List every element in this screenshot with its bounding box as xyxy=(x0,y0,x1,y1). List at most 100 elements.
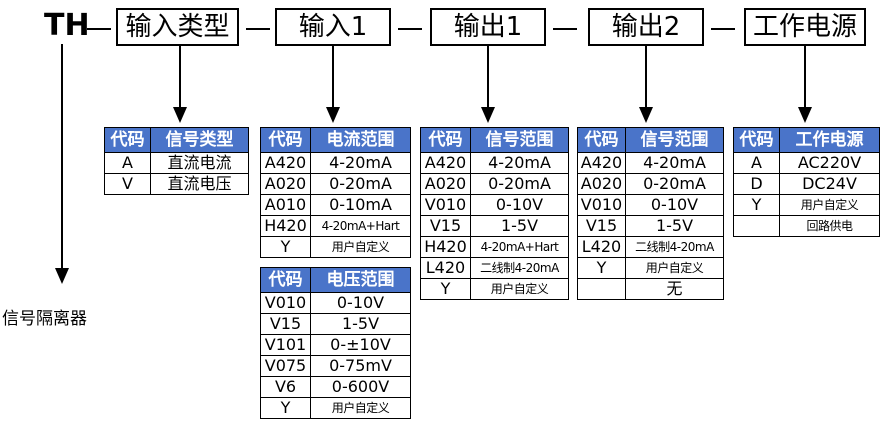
arrow-head xyxy=(55,268,69,284)
arrow-line xyxy=(487,46,489,108)
code-cell: H420 xyxy=(420,236,471,258)
value-cell: 4-20mA+Hart xyxy=(310,215,411,237)
code-cell: A020 xyxy=(420,173,471,195)
input-type-table: 代码 信号类型 A 直流电流 V 直流电压 xyxy=(104,127,249,195)
header-code: 代码 xyxy=(420,127,471,153)
code-cell: Y xyxy=(260,236,311,258)
code-cell: V010 xyxy=(420,194,471,216)
code-cell: A420 xyxy=(260,152,311,174)
code-cell: Y xyxy=(577,257,626,279)
header-signal-range: 信号范围 xyxy=(470,127,569,153)
value-cell: 0-10V xyxy=(310,292,411,314)
code-cell: A020 xyxy=(260,173,311,195)
value-cell: 0-20mA xyxy=(310,173,411,195)
code-cell: V010 xyxy=(260,292,311,314)
value-cell: 用户自定义 xyxy=(310,397,411,419)
value-cell: 1-5V xyxy=(470,215,569,237)
value-cell: 用户自定义 xyxy=(625,257,724,279)
code-cell: V15 xyxy=(577,215,626,237)
value-cell: 二线制4-20mA xyxy=(625,236,724,258)
value-cell: 0-75mV xyxy=(310,355,411,377)
header-signal-range: 信号范围 xyxy=(625,127,724,153)
header-code: 代码 xyxy=(104,127,151,153)
value-cell: 0-10V xyxy=(470,194,569,216)
header-code: 代码 xyxy=(577,127,626,153)
value-cell: 0-±10V xyxy=(310,334,411,356)
arrow-line xyxy=(179,46,181,108)
code-cell: V075 xyxy=(260,355,311,377)
arrow-line xyxy=(332,46,334,108)
header-code: 代码 xyxy=(260,267,311,293)
value-cell: 回路供电 xyxy=(779,215,880,237)
arrow-head xyxy=(173,107,187,123)
value-cell: 0-10mA xyxy=(310,194,411,216)
model-prefix: TH xyxy=(44,8,90,43)
code-cell: V101 xyxy=(260,334,311,356)
separator-dash xyxy=(711,28,735,30)
code-cell: L420 xyxy=(577,236,626,258)
value-cell: 1-5V xyxy=(625,215,724,237)
arrow-line xyxy=(804,46,806,108)
arrow-line xyxy=(645,46,647,108)
code-cell: D xyxy=(733,173,780,195)
value-cell: DC24V xyxy=(779,173,880,195)
code-cell: A420 xyxy=(420,152,471,174)
value-cell: 1-5V xyxy=(310,313,411,335)
code-cell: L420 xyxy=(420,257,471,279)
code-cell xyxy=(733,215,780,237)
segment-output2: 输出2 xyxy=(588,8,704,46)
code-cell: A010 xyxy=(260,194,311,216)
code-cell: V15 xyxy=(260,313,311,335)
arrow-line xyxy=(61,44,63,270)
product-label: 信号隔离器 xyxy=(2,309,87,329)
code-cell: V6 xyxy=(260,376,311,398)
segment-output1: 输出1 xyxy=(430,8,546,46)
code-cell xyxy=(577,278,626,300)
value-cell: 直流电流 xyxy=(150,152,249,174)
value-cell: 4-20mA xyxy=(310,152,411,174)
header-signal-type: 信号类型 xyxy=(150,127,249,153)
code-cell: A xyxy=(104,152,151,174)
value-cell: 0-20mA xyxy=(625,173,724,195)
arrow-head xyxy=(639,107,653,123)
header-code: 代码 xyxy=(260,127,311,153)
value-cell: AC220V xyxy=(779,152,880,174)
arrow-head xyxy=(798,107,812,123)
value-cell: 直流电压 xyxy=(150,173,249,195)
code-cell: Y xyxy=(260,397,311,419)
code-cell: V xyxy=(104,173,151,195)
code-cell: Y xyxy=(733,194,780,216)
separator-dash xyxy=(398,28,422,30)
segment-input-type: 输入类型 xyxy=(116,8,239,46)
value-cell: 用户自定义 xyxy=(310,236,411,258)
value-cell: 4-20mA+Hart xyxy=(470,236,569,258)
value-cell: 0-600V xyxy=(310,376,411,398)
separator-dash xyxy=(246,28,270,30)
value-cell: 无 xyxy=(625,278,724,300)
